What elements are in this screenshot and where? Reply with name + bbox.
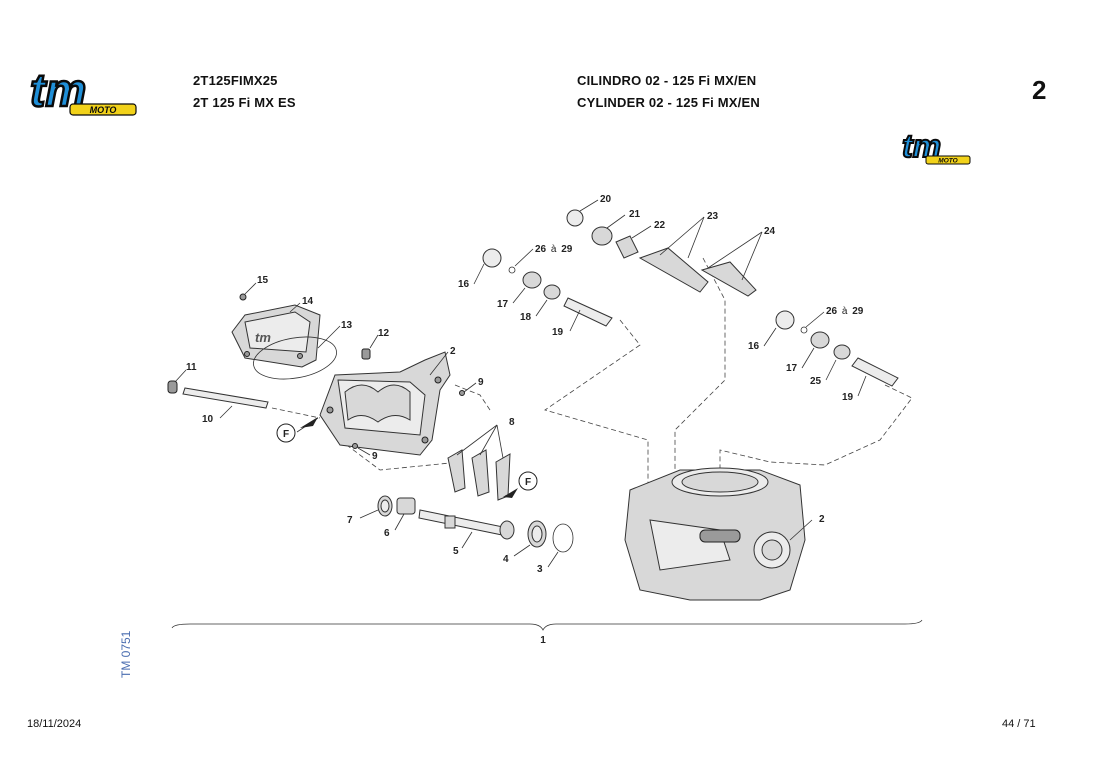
callout-21: 21: [629, 209, 641, 220]
arrow-f-right: [503, 488, 518, 498]
callout-18: 18: [520, 312, 532, 323]
cylinder-head-part: [319, 351, 451, 456]
callout-7: 7: [347, 515, 353, 526]
model-name: 2T 125 Fi MX ES: [193, 95, 296, 110]
callout-26-left-end: 29: [561, 244, 573, 255]
callout-10: 10: [202, 414, 214, 425]
callout-26-left-to: à: [551, 244, 557, 255]
logo-moto-text: MOTO: [90, 105, 117, 115]
callout-16-left: 16: [458, 279, 470, 290]
callout-3: 3: [537, 564, 543, 575]
callout-15: 15: [257, 275, 269, 286]
callout-17-right: 17: [786, 363, 798, 374]
callout-1: 1: [540, 635, 546, 646]
callout-22: 22: [654, 220, 666, 231]
gasket-part: [253, 336, 337, 380]
callout-26-right-to: à: [842, 306, 848, 317]
title-italian: CILINDRO 02 - 125 Fi MX/EN: [577, 73, 757, 88]
logo-small-moto-text: MOTO: [938, 158, 957, 165]
callout-19-right: 19: [842, 392, 854, 403]
arrow-f-left: [300, 417, 318, 428]
cylinder-block-part: [624, 467, 806, 601]
logo-tm-text: tm: [30, 70, 86, 116]
callout-24: 24: [764, 226, 776, 237]
callout-17-left: 17: [497, 299, 509, 310]
callout-14: 14: [302, 296, 314, 307]
callout-19-left: 19: [552, 327, 564, 338]
callout-13: 13: [341, 320, 353, 331]
callout-9-top: 9: [478, 377, 484, 388]
callout-26-29-left: 26 à 29: [535, 244, 573, 255]
model-code: 2T125FIMX25: [193, 73, 278, 88]
callout-20: 20: [600, 194, 612, 205]
callout-12: 12: [378, 328, 390, 339]
callout-2-head: 2: [450, 346, 456, 357]
cover-part: tm: [231, 304, 321, 368]
logo-small-moto-badge: [925, 155, 971, 165]
callout-9-bottom: 9: [372, 451, 378, 462]
valve-segment-parts: [447, 449, 511, 501]
callout-26-29-right: 26 à 29: [826, 306, 864, 317]
footer-date: 18/11/2024: [27, 718, 82, 730]
callout-11: 11: [186, 362, 197, 373]
assembly-bracket: [171, 619, 923, 631]
page-number: 2: [1032, 75, 1047, 105]
rod-part: [182, 387, 269, 409]
ref-f-right: F: [525, 477, 531, 488]
callout-16-right: 16: [748, 341, 760, 352]
screw-parts: [167, 293, 465, 449]
callout-2-cylinder: 2: [819, 514, 825, 525]
side-drawing-code: TM 0751: [119, 630, 133, 678]
callout-26-left-num: 26: [535, 244, 547, 255]
title-english: CYLINDER 02 - 125 Fi MX/EN: [577, 95, 760, 110]
callout-8: 8: [509, 417, 515, 428]
callout-26-right-num: 26: [826, 306, 838, 317]
assembly-guide-lines: [271, 257, 913, 500]
svg-text:tm: tm: [255, 330, 271, 345]
callout-4: 4: [503, 554, 509, 565]
ref-f-left: F: [283, 429, 289, 440]
tm-logo-main: tm MOTO: [26, 63, 171, 120]
tm-logo-small: tm MOTO: [900, 127, 982, 168]
ref-circle-f-right: [518, 471, 538, 491]
ref-circle-f-left: [276, 423, 296, 443]
callout-26-right-end: 29: [852, 306, 864, 317]
shaft-assembly-parts: [377, 495, 574, 553]
callout-23: 23: [707, 211, 719, 222]
callout-25: 25: [810, 376, 822, 387]
callout-5: 5: [453, 546, 459, 557]
footer-page-count: 44 / 71: [1002, 718, 1036, 730]
callout-6: 6: [384, 528, 390, 539]
logo-moto-badge: [69, 103, 137, 116]
exhaust-valve-parts: [482, 209, 899, 387]
